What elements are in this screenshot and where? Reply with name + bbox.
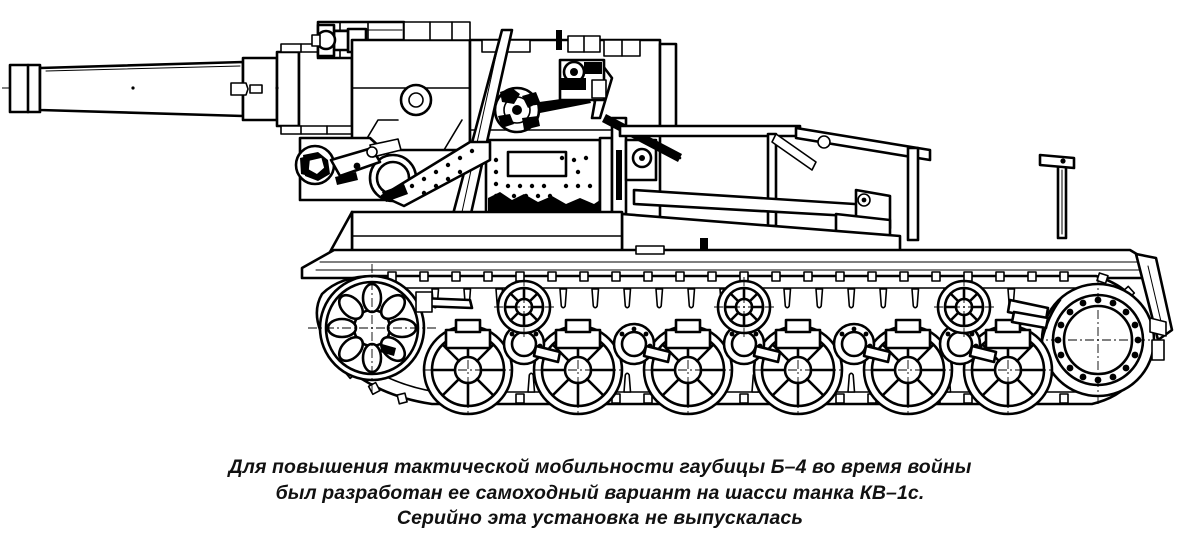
rear-railing-mid — [632, 188, 888, 220]
muzzle — [8, 63, 42, 114]
loading-tray-rivets — [409, 148, 475, 196]
rear-railing-slope — [794, 126, 932, 162]
hull — [300, 210, 1174, 342]
machinery-panel — [506, 150, 568, 178]
idler-wheel — [308, 264, 474, 392]
track-link-pins-top — [387, 271, 1069, 282]
rear-platform — [618, 124, 932, 254]
towing-eye — [1010, 310, 1050, 330]
caption-line-2: был разработан ее самоходный вариант на … — [275, 481, 925, 504]
barrel-breech-ring — [297, 48, 354, 130]
barrel-taper — [275, 50, 301, 128]
drive-sprocket — [1006, 276, 1167, 404]
return-roller — [714, 277, 774, 337]
antenna-post — [1038, 153, 1076, 240]
antenna-post-cap — [1038, 153, 1076, 170]
su-b4-side-view-svg — [2, 20, 1174, 416]
figure-caption: Для повышения тактической мобильности га… — [0, 455, 1200, 549]
superstructure-rear-post — [658, 42, 678, 132]
rear-hull-plate — [1134, 252, 1174, 342]
glacis-upper — [328, 210, 354, 254]
hull-front-upper — [350, 210, 624, 254]
sight-post — [556, 30, 562, 50]
caption-line-1: Для повышения тактической мобильности га… — [228, 456, 972, 478]
barrel-lug — [230, 82, 249, 96]
hull-fittings — [635, 238, 1050, 330]
technical-drawing-figure — [2, 20, 1174, 416]
loading-tray — [380, 140, 492, 208]
gun-cradle — [350, 21, 472, 152]
return-roller — [934, 277, 994, 337]
return-rollers — [494, 277, 994, 337]
cradle-top-plate — [403, 21, 471, 41]
caption-line-3: Серийно эта установка не выпускалась — [396, 507, 804, 529]
drive-sprocket-bolts — [1054, 296, 1142, 384]
fender — [300, 248, 1152, 280]
bogie-links — [502, 322, 998, 366]
suspension-arms — [444, 318, 1032, 366]
gun-barrel — [8, 43, 354, 135]
return-roller — [494, 277, 554, 337]
